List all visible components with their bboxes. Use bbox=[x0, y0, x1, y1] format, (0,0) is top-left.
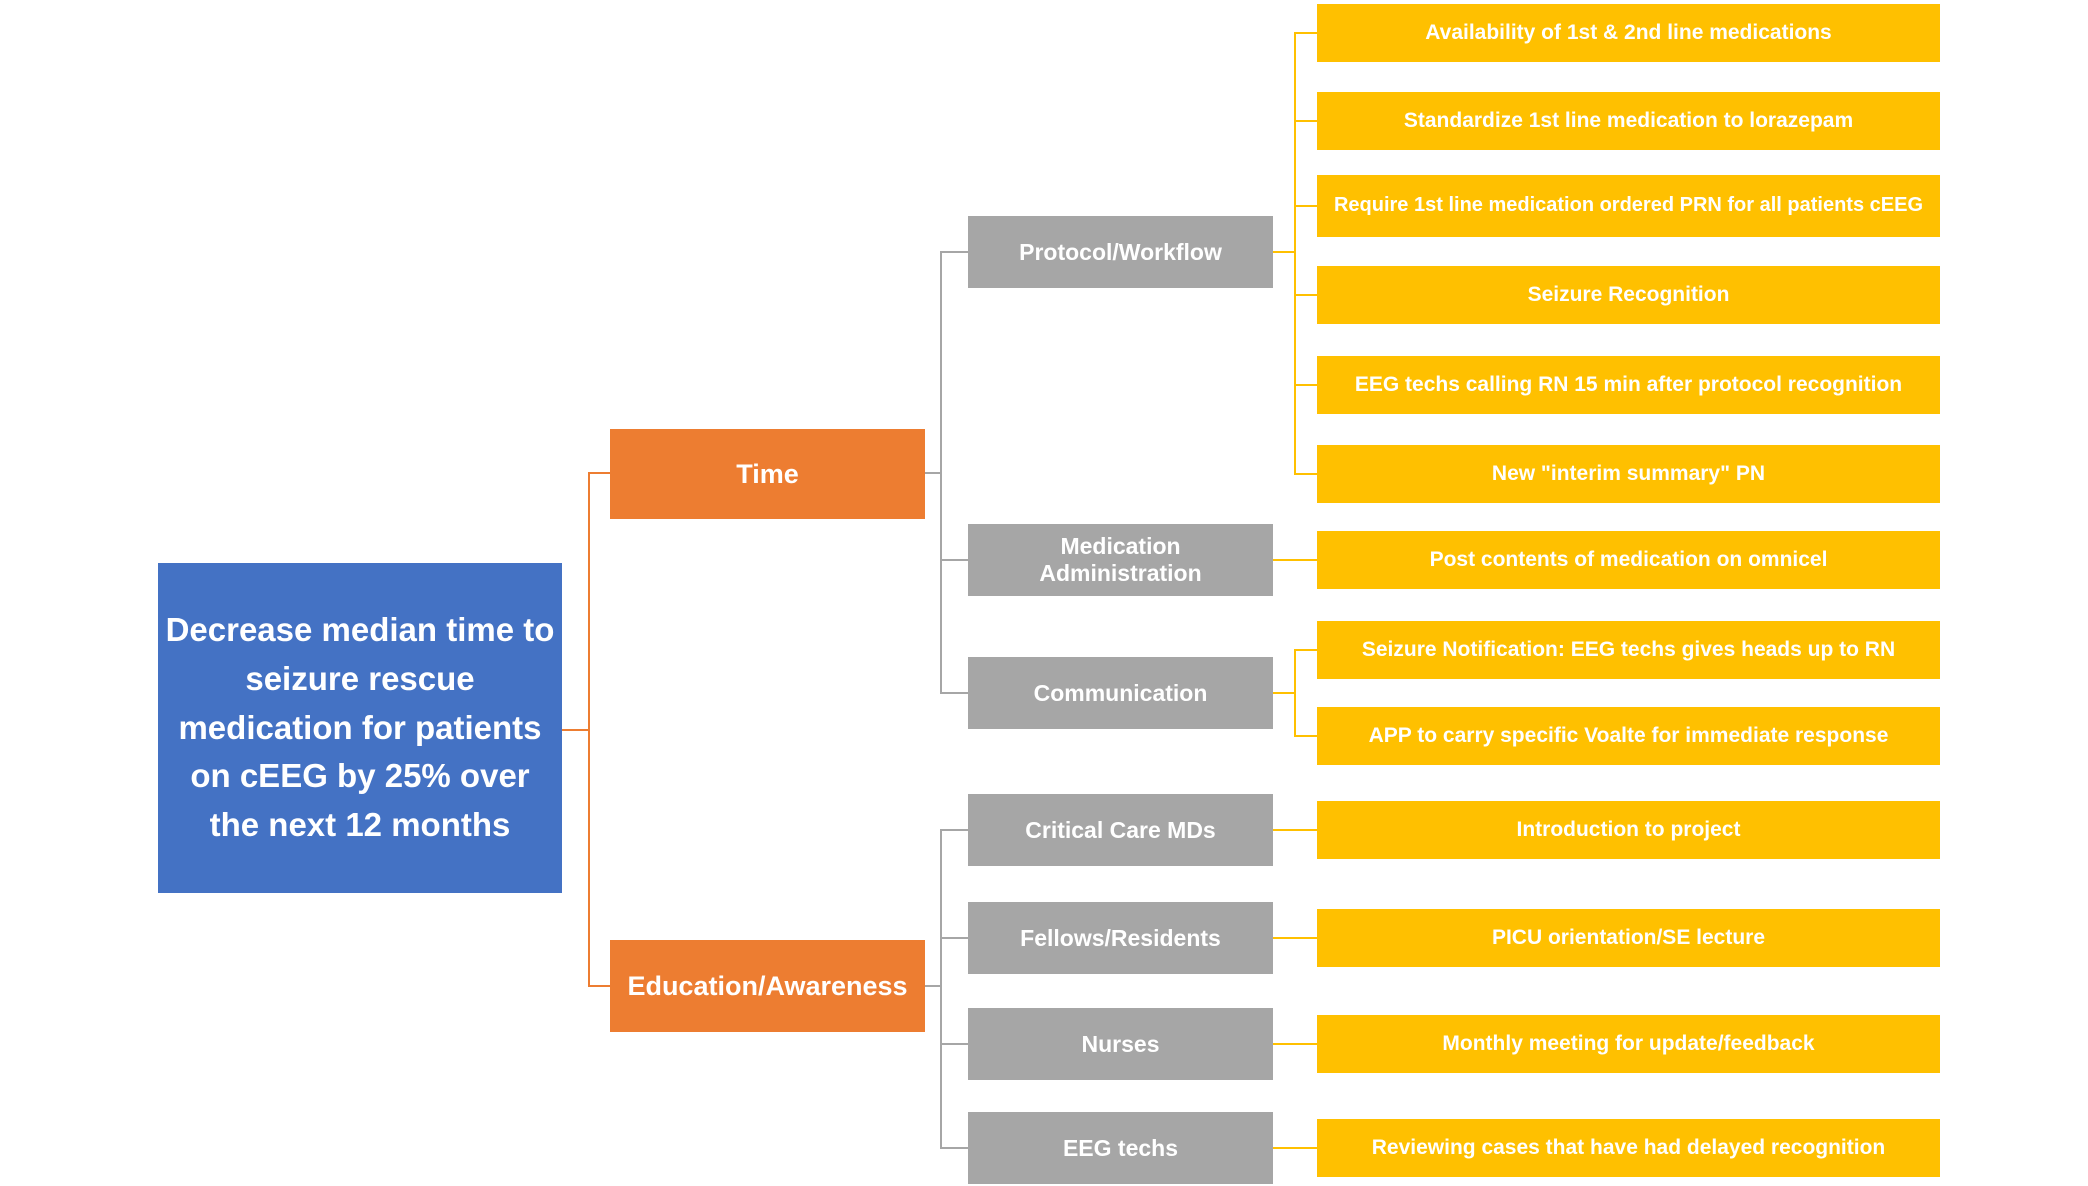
intervention-seizure-recognition: Seizure Recognition bbox=[1317, 266, 1940, 324]
aim-box: Decrease median time to seizure rescue m… bbox=[158, 563, 562, 893]
connector-to-communication bbox=[940, 692, 968, 694]
connector-to-time bbox=[588, 472, 610, 474]
intervention-monthly-meeting: Monthly meeting for update/feedback bbox=[1317, 1015, 1940, 1073]
connector-to-eeg-techs bbox=[940, 1147, 968, 1149]
connector-medadmin-to-omnicel bbox=[1273, 559, 1317, 561]
connector-protocol-stub bbox=[1273, 251, 1296, 253]
connector-aim-stub bbox=[562, 729, 589, 731]
connector-time-bracket bbox=[940, 251, 942, 694]
intervention-picu-orientation-se-lecture: PICU orientation/SE lecture bbox=[1317, 909, 1940, 967]
connector-mds-to-introduction bbox=[1273, 829, 1317, 831]
connector-to-fellows-residents bbox=[940, 937, 968, 939]
connector-fellows-to-picu bbox=[1273, 937, 1317, 939]
connector-communication-stub bbox=[1273, 692, 1296, 694]
connector-to-education bbox=[588, 985, 610, 987]
secondary-driver-critical-care-mds: Critical Care MDs bbox=[968, 794, 1273, 866]
connector-to-eeg-calling-rn bbox=[1294, 384, 1317, 386]
connector-eegtechs-to-reviewing bbox=[1273, 1147, 1317, 1149]
intervention-reviewing-delayed-cases: Reviewing cases that have had delayed re… bbox=[1317, 1119, 1940, 1177]
connector-to-nurses bbox=[940, 1043, 968, 1045]
connector-to-require-prn bbox=[1294, 205, 1317, 207]
secondary-driver-medication-administration: Medication Administration bbox=[968, 524, 1273, 596]
connector-time-stub bbox=[925, 472, 942, 474]
intervention-post-contents-omnicel: Post contents of medication on omnicel bbox=[1317, 531, 1940, 589]
intervention-availability-1st-2nd-line-medications: Availability of 1st & 2nd line medicatio… bbox=[1317, 4, 1940, 62]
connector-to-interim-summary bbox=[1294, 473, 1317, 475]
connector-to-standardize bbox=[1294, 120, 1317, 122]
intervention-introduction-to-project: Introduction to project bbox=[1317, 801, 1940, 859]
connector-aim-bracket bbox=[588, 472, 590, 987]
primary-driver-education-awareness: Education/Awareness bbox=[610, 940, 925, 1032]
connector-to-seizure-recognition bbox=[1294, 294, 1317, 296]
intervention-standardize-lorazepam: Standardize 1st line medication to loraz… bbox=[1317, 92, 1940, 150]
primary-driver-time: Time bbox=[610, 429, 925, 519]
secondary-driver-fellows-residents: Fellows/Residents bbox=[968, 902, 1273, 974]
connector-to-seizure-notification bbox=[1294, 649, 1317, 651]
intervention-seizure-notification-rn: Seizure Notification: EEG techs gives he… bbox=[1317, 621, 1940, 679]
secondary-driver-protocol-workflow: Protocol/Workflow bbox=[968, 216, 1273, 288]
intervention-interim-summary-pn: New "interim summary" PN bbox=[1317, 445, 1940, 503]
connector-to-app-voalte bbox=[1294, 735, 1317, 737]
connector-nurses-to-meeting bbox=[1273, 1043, 1317, 1045]
intervention-eeg-techs-calling-rn: EEG techs calling RN 15 min after protoc… bbox=[1317, 356, 1940, 414]
connector-education-bracket bbox=[940, 829, 942, 1149]
secondary-driver-eeg-techs: EEG techs bbox=[968, 1112, 1273, 1184]
connector-education-stub bbox=[925, 985, 942, 987]
intervention-require-prn-ceeg: Require 1st line medication ordered PRN … bbox=[1317, 175, 1940, 237]
intervention-app-voalte: APP to carry specific Voalte for immedia… bbox=[1317, 707, 1940, 765]
connector-to-availability bbox=[1294, 32, 1317, 34]
connector-communication-bracket bbox=[1294, 649, 1296, 737]
secondary-driver-nurses: Nurses bbox=[968, 1008, 1273, 1080]
secondary-driver-communication: Communication bbox=[968, 657, 1273, 729]
connector-protocol-bracket bbox=[1294, 32, 1296, 475]
connector-to-critical-care-mds bbox=[940, 829, 968, 831]
connector-to-protocol-workflow bbox=[940, 251, 968, 253]
connector-to-medication-administration bbox=[940, 559, 968, 561]
